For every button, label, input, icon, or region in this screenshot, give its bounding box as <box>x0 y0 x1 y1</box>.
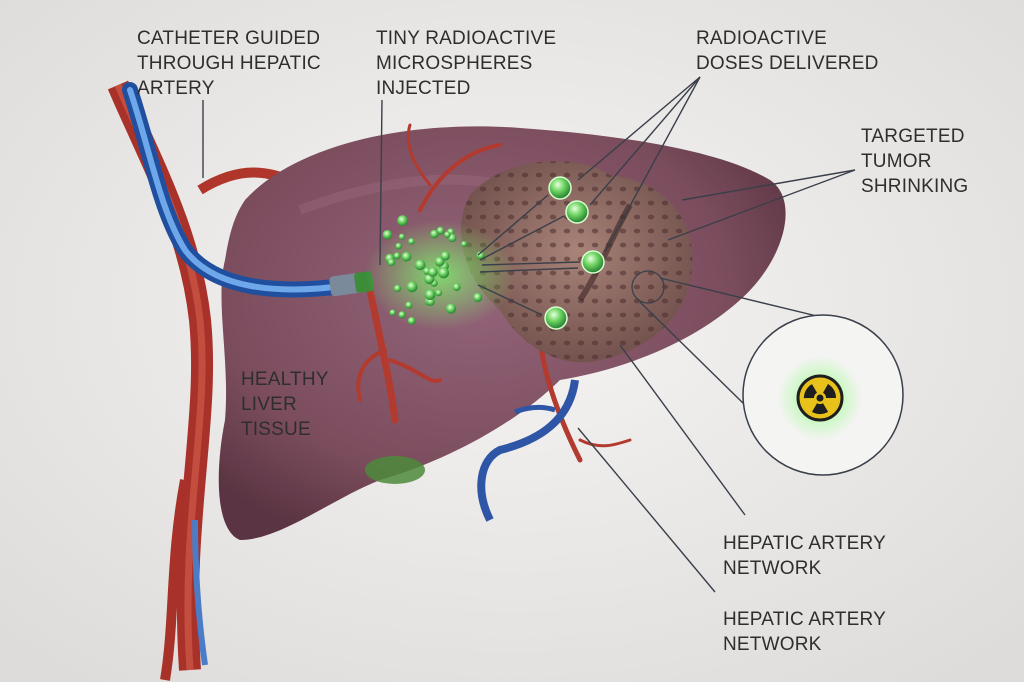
microsphere <box>398 233 405 240</box>
microsphere <box>430 229 439 239</box>
microsphere <box>382 230 393 240</box>
microsphere <box>435 289 443 297</box>
microsphere <box>473 292 483 303</box>
microsphere <box>408 238 415 245</box>
label-healthy-tissue: HEALTHY LIVER TISSUE <box>241 369 334 440</box>
microsphere <box>461 241 468 248</box>
microsphere <box>387 258 396 267</box>
microsphere <box>393 252 401 260</box>
microsphere <box>445 303 457 314</box>
microsphere <box>438 267 450 279</box>
microsphere <box>389 309 396 316</box>
magnified-microsphere <box>631 270 904 476</box>
microsphere <box>397 215 409 227</box>
microsphere <box>401 251 412 262</box>
delivered-doses <box>544 176 605 330</box>
microsphere <box>395 242 402 250</box>
microsphere <box>407 317 416 325</box>
label-tumor: TARGETED TUMOR SHRINKING <box>861 126 970 197</box>
microsphere <box>414 259 426 271</box>
microsphere <box>406 281 418 293</box>
microsphere <box>405 301 413 309</box>
microsphere <box>393 284 402 293</box>
microsphere <box>452 283 461 292</box>
label-artery-network-2: HEPATIC ARTERY NETWORK <box>723 609 891 655</box>
label-artery-network-1: HEPATIC ARTERY NETWORK <box>723 533 891 579</box>
microsphere <box>436 226 445 235</box>
microspheres <box>365 215 515 330</box>
microsphere <box>427 267 438 278</box>
delivery-arrows <box>477 194 581 316</box>
gallbladder <box>365 456 425 484</box>
radiation-icon <box>796 374 844 422</box>
label-microspheres: TINY RADIOACTIVE MICROSPHERES INJECTED <box>376 28 562 99</box>
microsphere <box>476 251 485 260</box>
label-doses: RADIOACTIVE DOSES DELIVERED <box>696 28 879 74</box>
microsphere <box>444 231 451 238</box>
leader-lines <box>202 76 856 593</box>
microsphere <box>424 289 436 301</box>
microsphere <box>398 311 406 319</box>
portal-vein <box>477 379 579 522</box>
microsphere <box>440 251 450 261</box>
label-catheter: CATHETER GUIDED THROUGH HEPATIC ARTERY <box>137 28 326 99</box>
